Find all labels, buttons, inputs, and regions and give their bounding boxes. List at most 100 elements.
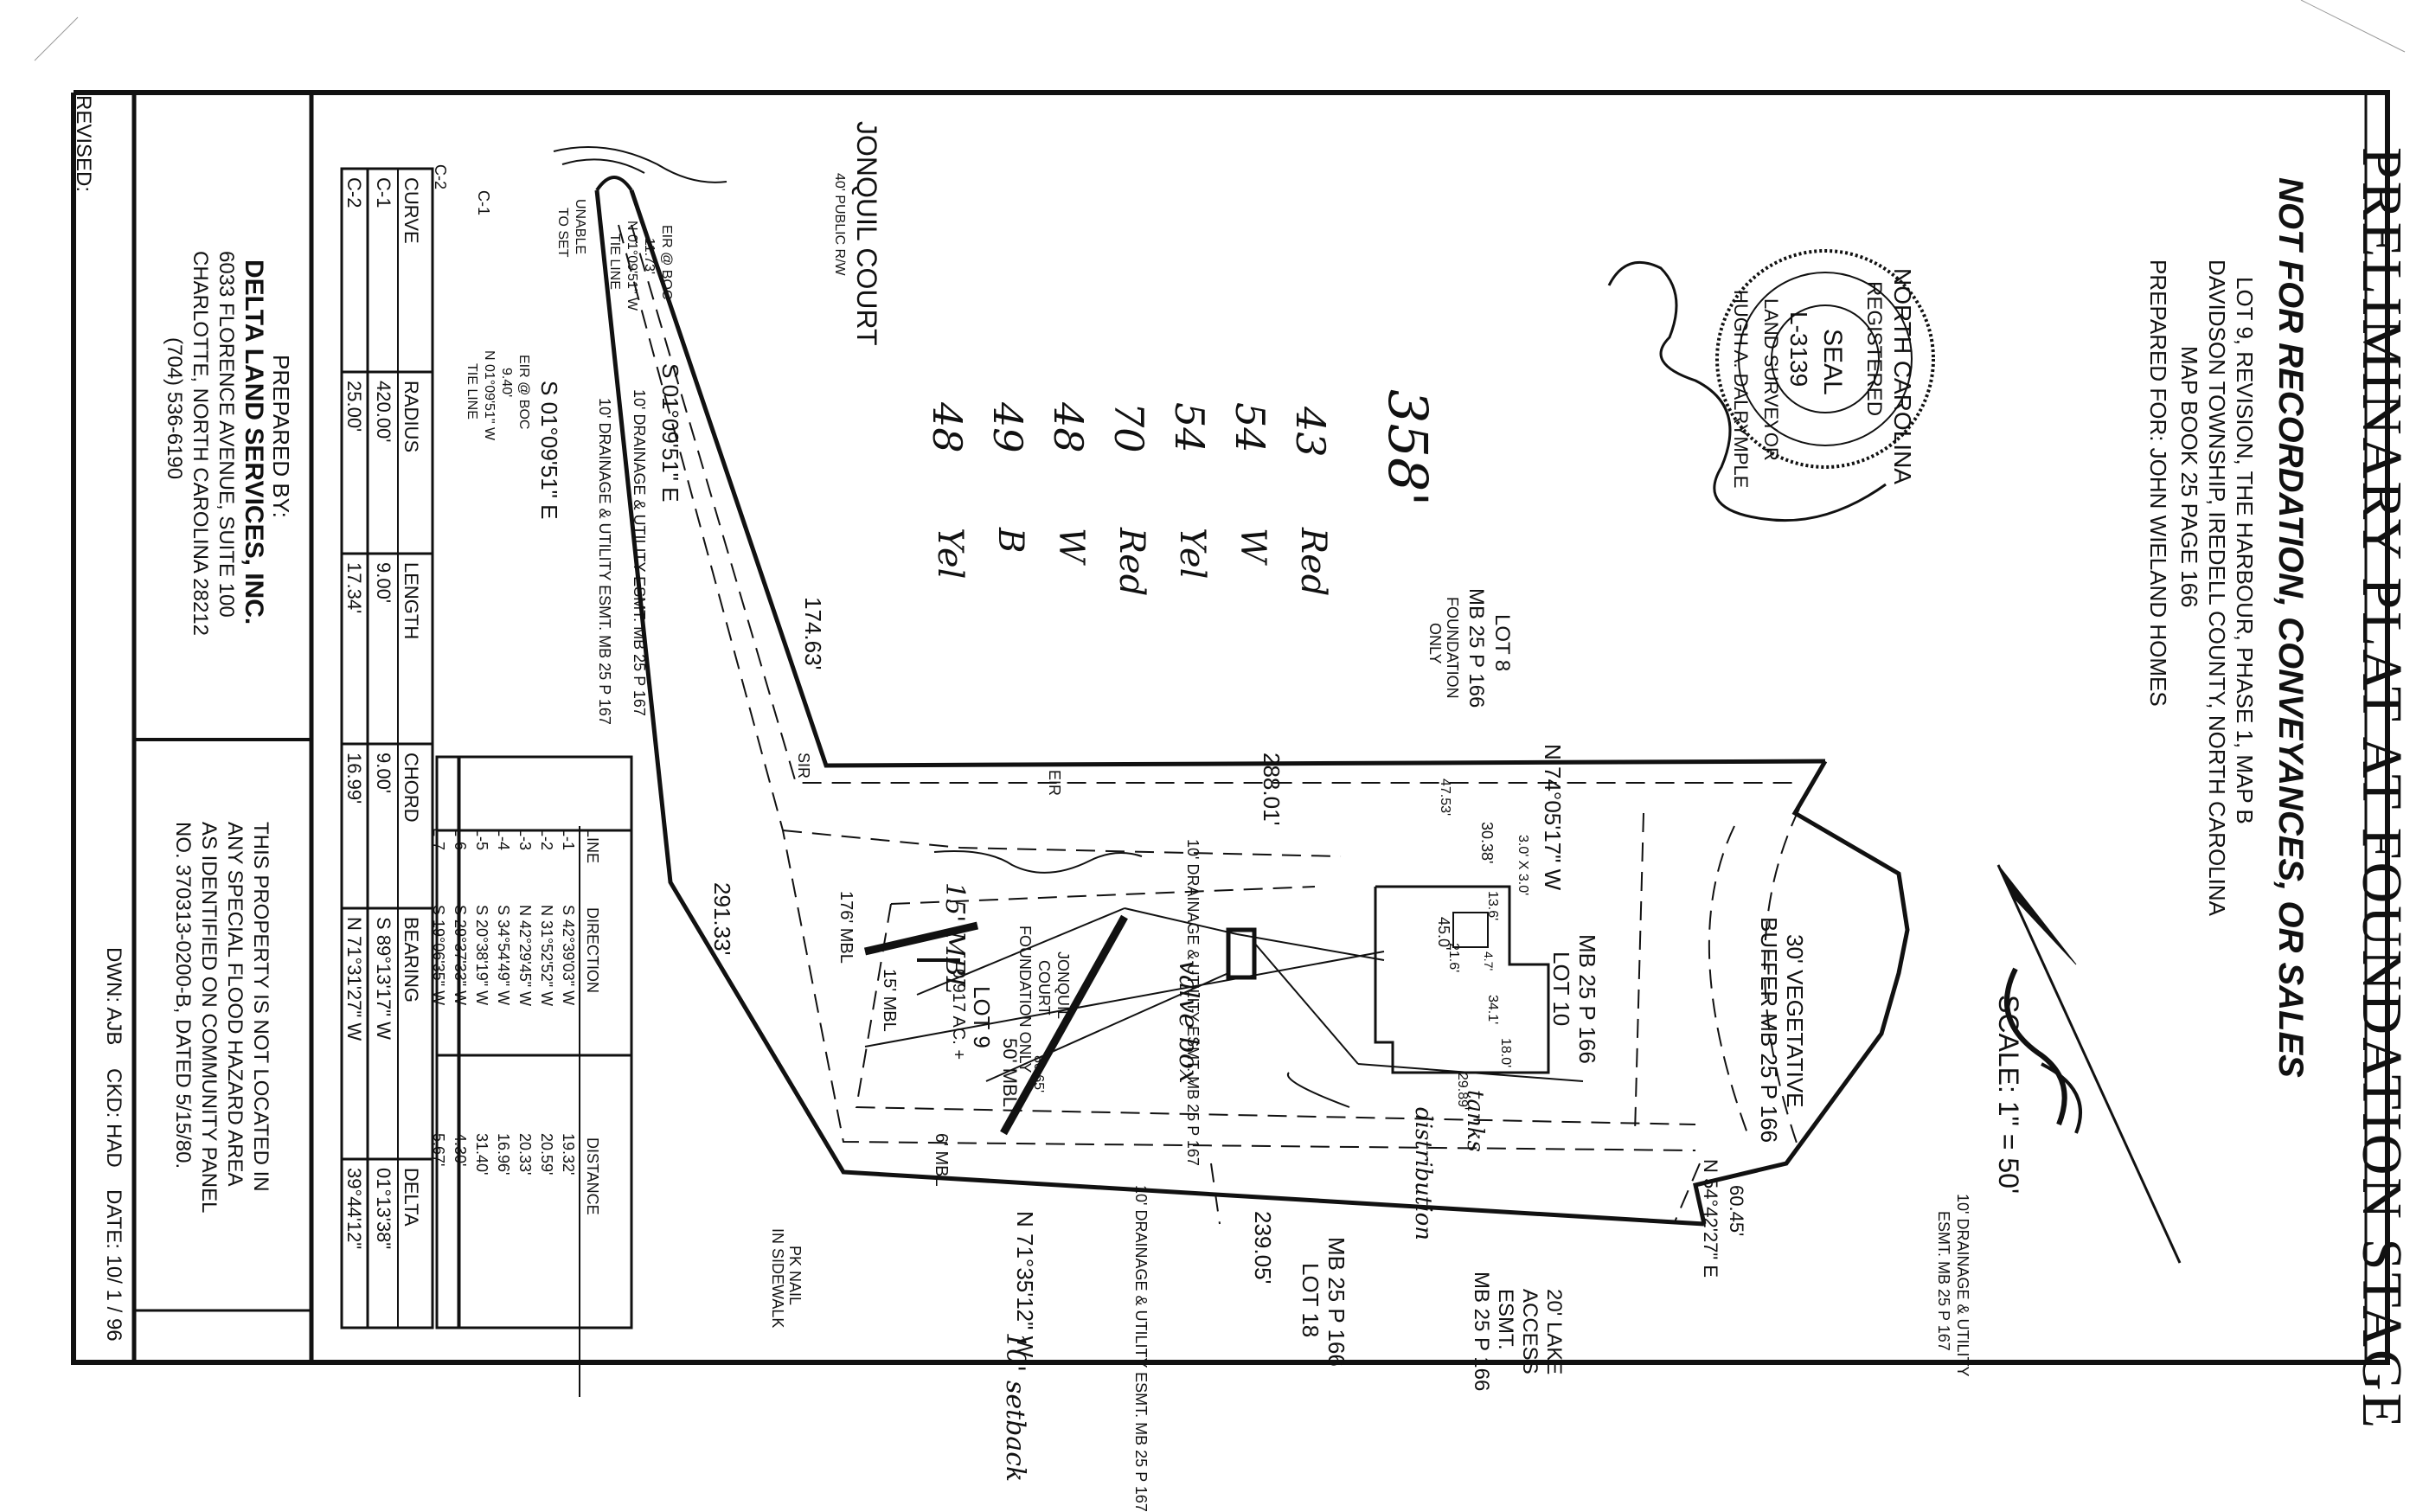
table-cell: S 89°13'17" W (373, 917, 394, 1040)
checked-by-value: HAD (102, 1124, 125, 1168)
mbl-176: 176' MBL (836, 891, 856, 964)
lot8-label: LOT 8 (1490, 614, 1514, 672)
table-row: C-1 420.00' 9.00' 9.00' S 89°13'17" W 01… (365, 177, 394, 1336)
table-cell: 39°44'12" (343, 1168, 365, 1250)
lot8-note2: ONLY (1426, 623, 1444, 664)
curve-table-header: BEARING (401, 917, 422, 1003)
distance-right: 60.45' (1726, 1185, 1747, 1237)
pk-nail-2: IN SIDEWALK (769, 1228, 786, 1329)
to-set: TO SET (555, 208, 570, 258)
curve-label-c2: C-2 (432, 164, 449, 190)
tie-line: TIE LINE (607, 234, 622, 290)
foundation-label-1: JONQUIL (1054, 951, 1072, 1020)
tally-5: 48 (1045, 402, 1092, 453)
table-cell: 01°13'38" (373, 1168, 394, 1250)
line-table-frame (435, 755, 633, 1329)
company-address-2: CHARLOTTE, NORTH CAROLINA 28212 (189, 251, 212, 637)
table-cell: 20.33' (516, 1133, 534, 1176)
seal-ring-bottom: LAND SURVEYOR (1760, 298, 1782, 461)
dim-180: 18.0' (1498, 1038, 1513, 1068)
lot8-mb: MB 25 P 166 (1464, 588, 1488, 708)
esmt-diag-2: 10' DRAINAGE & UTILITY ESMT. MB 25 P 167 (596, 398, 613, 725)
dim-136: 13.6' (1485, 891, 1500, 921)
table-cell: 20.59' (538, 1133, 555, 1176)
mbl-50: 50' MBL (999, 1038, 1021, 1108)
eir-label: EIR (1046, 770, 1063, 797)
table-cell: 16.96' (495, 1133, 512, 1176)
rotated-text-layer: PRELIMINARY PLAT AT FOUNDATION STAGE NOT… (0, 61, 2429, 1512)
esmt-diag-1: 10' DRAINAGE & UTILITY ESMT. MB 25 P 167 (631, 389, 648, 716)
flood-note-3: AS IDENTIFIED ON COMMUNITY PANEL (197, 822, 221, 1214)
table-cell: N 71°31'27" W (343, 917, 365, 1041)
table-cell: L-2 (538, 828, 555, 851)
buffer-label-2: BUFFER MB 25 P 166 (1756, 917, 1782, 1144)
line-table-header: DISTANCE (584, 1137, 601, 1215)
table-cell: L-3 (516, 828, 534, 851)
dim-4753: 47.53' (1438, 778, 1452, 817)
tally-2: 54 (1227, 402, 1273, 453)
esmt-bottom: 10' DRAINAGE & UTILITY ESMT. MB 25 P 167 (1132, 1185, 1150, 1512)
checked-by: CKD: HAD (102, 1068, 125, 1168)
tally-7: 48 (924, 402, 971, 453)
tally-3: 54 (1166, 402, 1213, 453)
handwritten-setback: 10' setback (1000, 1332, 1030, 1483)
lot9-label: LOT 9 (969, 986, 995, 1048)
eir-boc-1: EIR @ BOC (659, 225, 674, 300)
project-line-1: LOT 9, REVISION, THE HARBOUR, PHASE 1, M… (2232, 277, 2258, 824)
tally-color-2: W (1233, 528, 1272, 564)
seal-center-1: SEAL (1818, 329, 1847, 395)
line-table-header: LINE (584, 829, 601, 864)
north-arrow-icon (1996, 864, 2182, 1264)
dim-3038: 30.38' (1478, 822, 1496, 864)
prepared-by: PREPARED BY: (268, 355, 294, 518)
curve-table-header: CURVE (401, 177, 422, 244)
line-table-header-row: LINE DIRECTION DISTANCE (579, 826, 604, 1397)
lake-access-2: ACCESS (1518, 1289, 1541, 1374)
tally-color-4: Red (1112, 528, 1151, 597)
lake-access-1: 20' LAKE (1542, 1289, 1566, 1375)
project-line-3: MAP BOOK 25 PAGE 166 (2176, 346, 2202, 608)
curve-label-c1: C-1 (475, 190, 492, 216)
curve-table-header: CHORD (401, 753, 422, 823)
easement-lines (618, 224, 1800, 1225)
lake-access-3: ESMT. (1494, 1289, 1517, 1350)
table-cell: S 34°54'49" W (495, 905, 512, 1006)
flood-note-1: THIS PROPERTY IS NOT LOCATED IN (249, 822, 272, 1192)
street-name: JONQUIL COURT (851, 121, 882, 346)
table-cell: S 19°06'35" W (430, 905, 447, 1006)
septic-sketch (863, 850, 1584, 1136)
dim-8065: 80.65' (1031, 1055, 1046, 1093)
bearing-diag-2: S 01°09'51" E (536, 381, 562, 520)
line-table-header: DIRECTION (584, 907, 601, 993)
street-row: 40' PUBLIC R/W (832, 173, 847, 276)
table-cell: 16.99' (343, 753, 365, 804)
plat-scale: SCALE: 1" = 50' (1993, 995, 2024, 1195)
tally-1: 43 (1287, 407, 1334, 458)
plat-date: DATE: 10/ 1 / 96 (102, 1189, 125, 1342)
table-cell: 420.00' (373, 381, 394, 443)
lot18-label: LOT 18 (1298, 1263, 1323, 1338)
lot-boundary (553, 146, 1910, 1227)
table-row: C-2 25.00' 17.34' 16.99' N 71°31'27" W 3… (336, 177, 365, 1336)
sir-label: SIR (795, 753, 812, 779)
esmt-right-2: ESMT. MB 25 P 167 (1935, 1211, 1952, 1351)
tally-color-6: B (990, 528, 1030, 554)
table-cell: S 42°39'03" W (560, 905, 577, 1006)
dim-341: 34.1' (1485, 995, 1500, 1025)
company-name: DELTA LAND SERVICES, INC. (240, 259, 268, 625)
handwritten-tanks: tanks (1462, 1090, 1488, 1152)
drawn-by-label: DWN: (102, 947, 125, 1003)
surveyor-seal (1607, 249, 1935, 522)
sheet-frame (34, 0, 2406, 1365)
table-cell: C-1 (373, 177, 394, 208)
distance-top: 288.01' (1259, 753, 1285, 826)
table-cell: 19.32' (560, 1133, 577, 1176)
distance-diag-1: 174.63' (800, 597, 826, 670)
buffer-label: 30' VEGETATIVE (1782, 934, 1808, 1108)
